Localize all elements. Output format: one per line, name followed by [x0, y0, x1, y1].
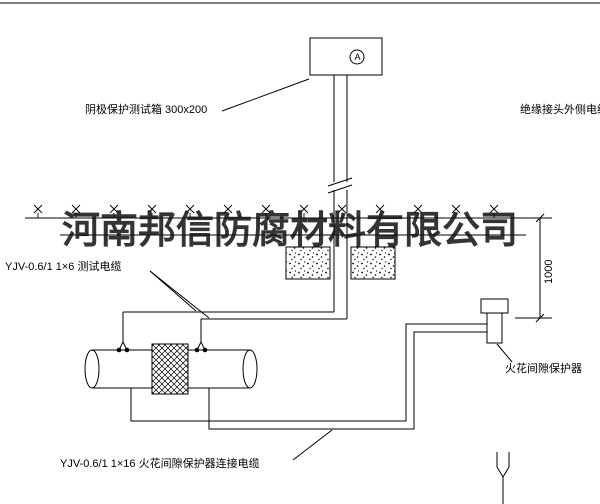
grade-mark-icon: [71, 204, 81, 218]
pipeline: [84, 341, 258, 395]
bottom-right-symbol: [496, 452, 510, 504]
grade-mark-icon: [299, 204, 309, 218]
dimension-value: 1000: [543, 259, 555, 284]
break-mark-icon: [327, 184, 353, 194]
grade-mark-icon: [185, 204, 195, 218]
leader-lines: [149, 78, 513, 461]
connection-cables: [130, 323, 487, 430]
grade-mark-icon: [451, 204, 461, 218]
grade-mark-icon: [223, 204, 233, 218]
dimension-1000: [515, 213, 552, 323]
spark-gap-protector: [480, 298, 509, 344]
grade-mark-icon: [261, 204, 271, 218]
ground: [25, 217, 552, 236]
test-box: [309, 37, 383, 76]
grade-mark-icon: [413, 204, 423, 218]
break-mark-icon: [327, 177, 353, 187]
ground-symbols: [33, 204, 499, 218]
grade-mark-icon: [33, 204, 43, 218]
conduit: [327, 75, 353, 319]
label-insulated-joint-cable: 绝缘接头外侧电缆: [520, 104, 600, 116]
grade-mark-icon: [147, 204, 157, 218]
insulating-joint: [151, 343, 189, 395]
label-connection-cable: YJV-0.6/1 1×16 火花间隙保护器连接电缆: [60, 458, 260, 470]
dim-tick-icon: [535, 313, 545, 323]
test-cables: [122, 311, 347, 342]
concrete-blocks: [285, 246, 396, 280]
label-test-box: 阴极保护测试箱 300x200: [85, 104, 208, 116]
grade-mark-icon: [489, 204, 499, 218]
grade-mark-icon: [337, 204, 347, 218]
meter-circle-icon: [349, 49, 365, 65]
watermark-company-name: 河南邦信防腐材料有限公司: [62, 210, 519, 252]
grade-mark-icon: [109, 204, 119, 218]
grade-mark-icon: [375, 204, 385, 218]
dim-tick-icon: [535, 213, 545, 223]
meter-letter: A: [354, 52, 361, 62]
label-test-cable: YJV-0.6/1 1×6 测试电缆: [5, 261, 122, 273]
label-spark-gap-protector: 火花间隙保护器: [505, 363, 582, 375]
